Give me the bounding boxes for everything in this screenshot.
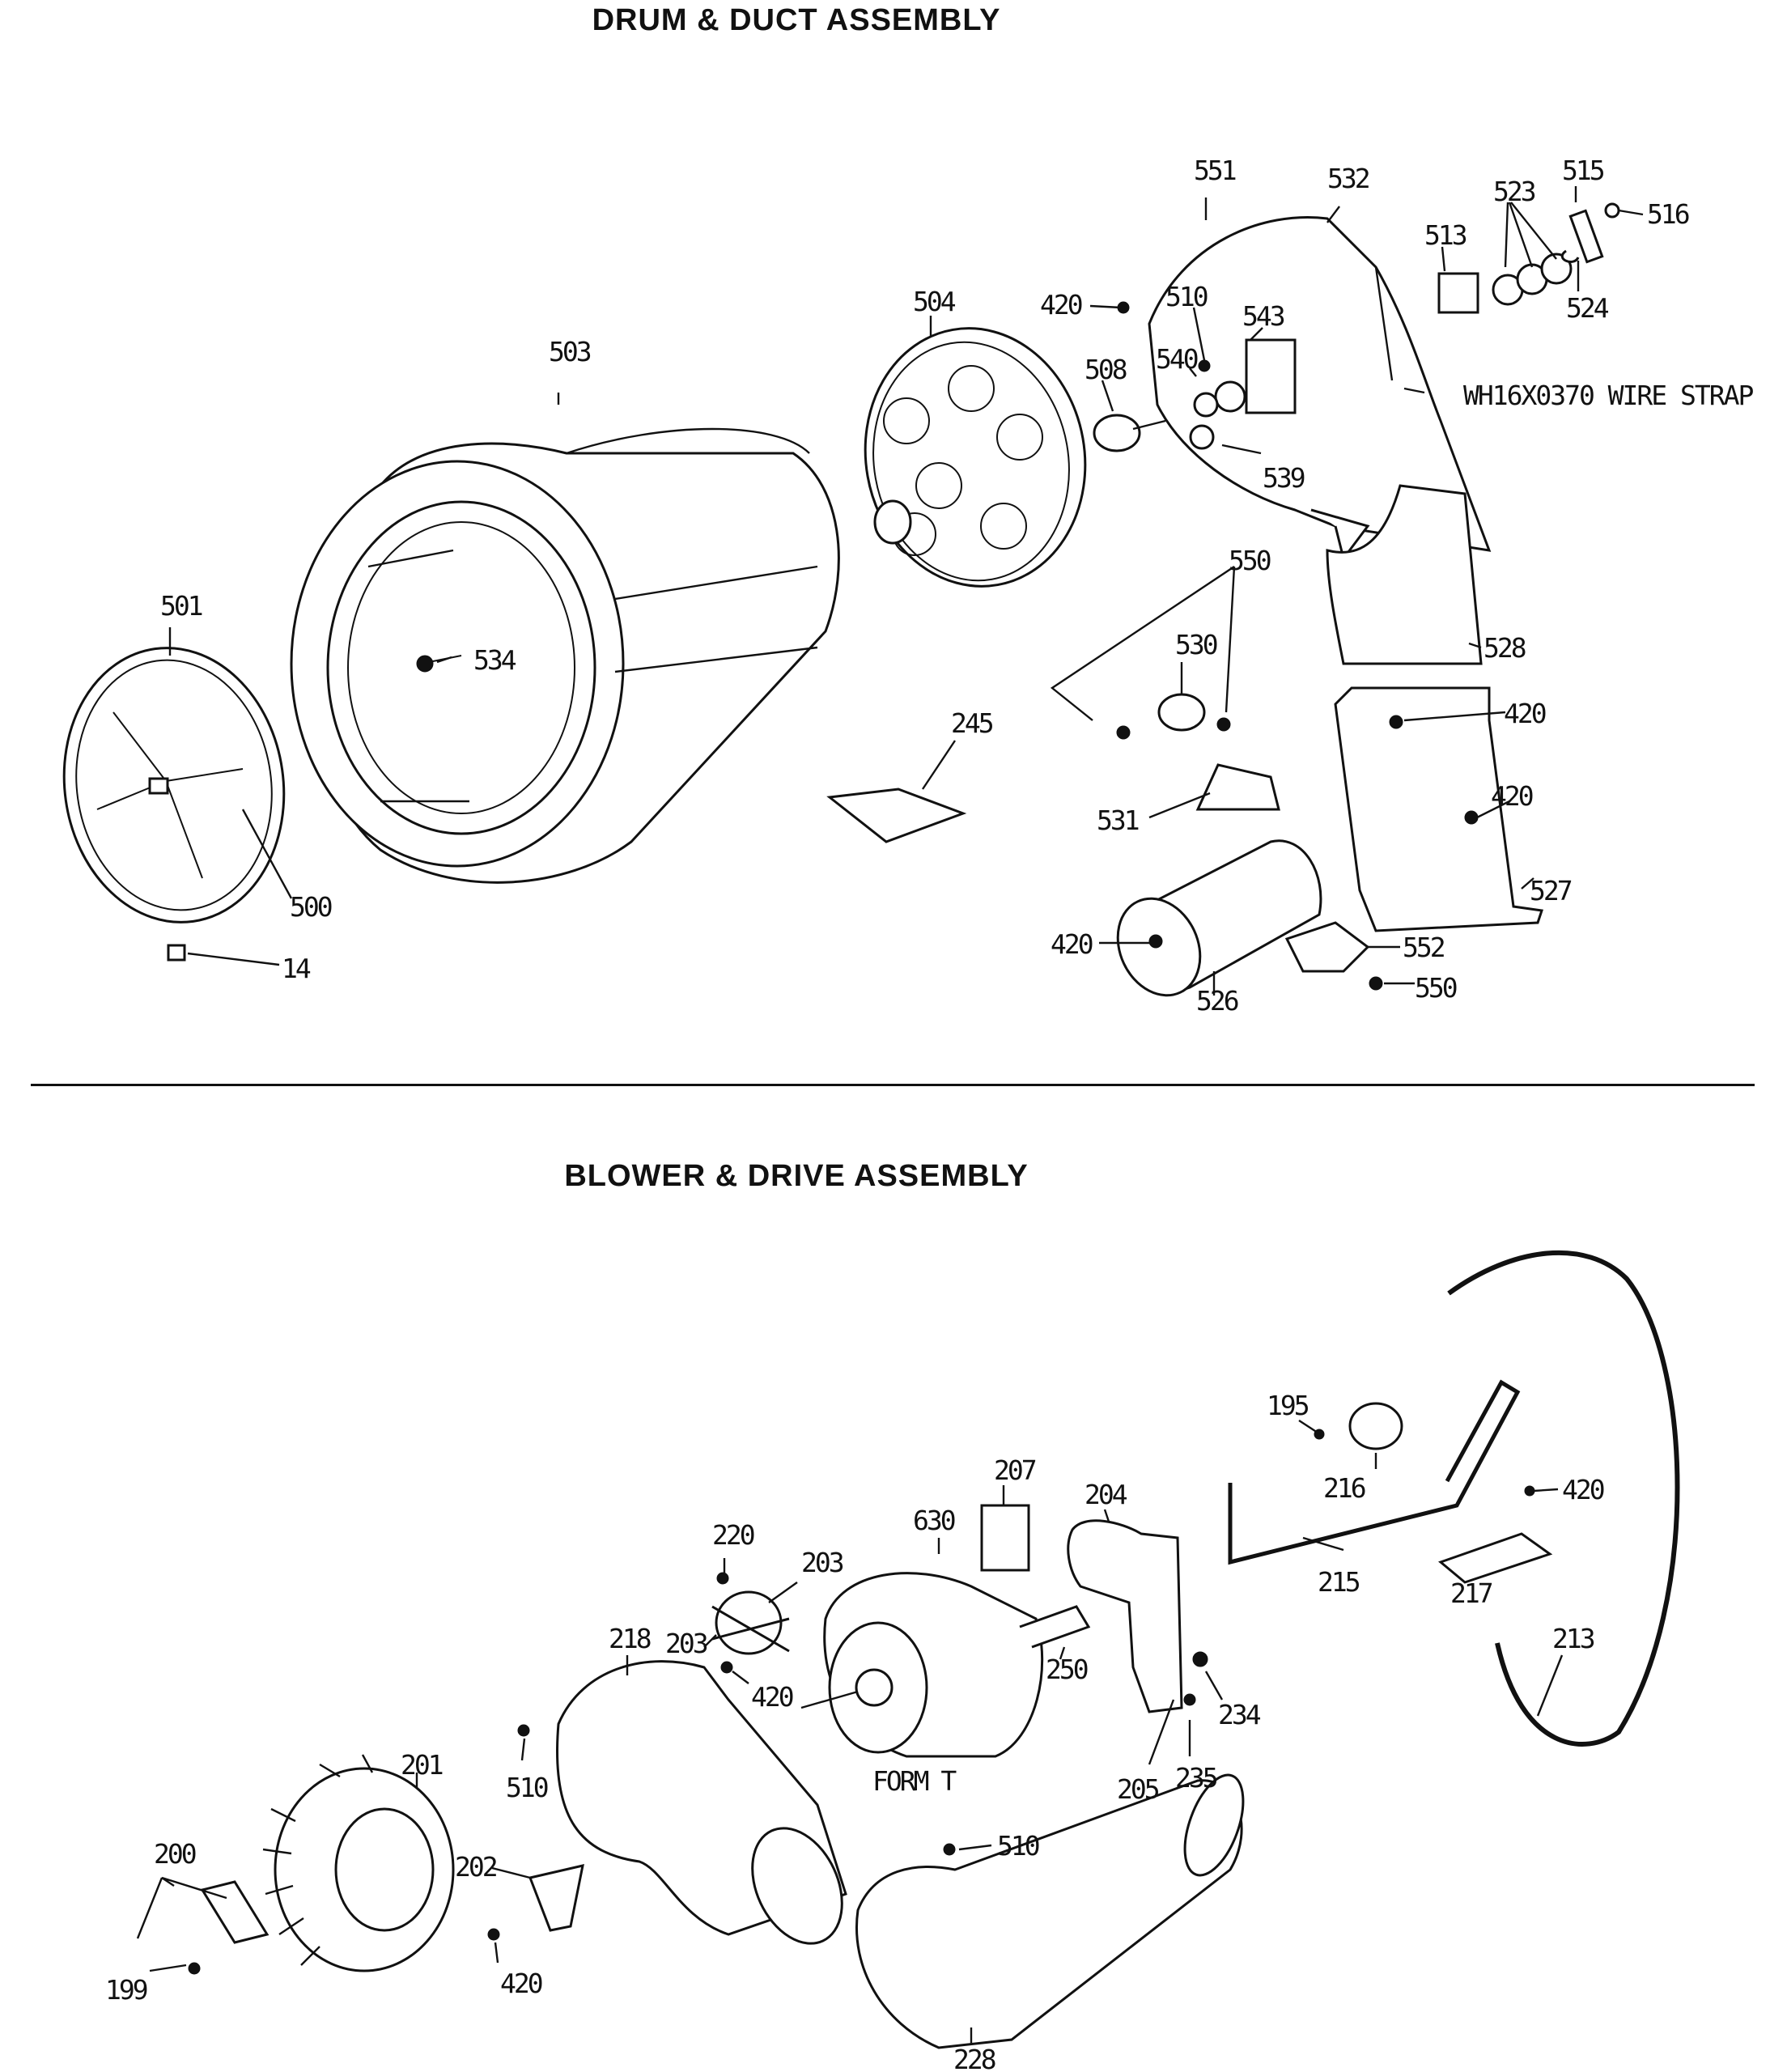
part-label-526: 526: [1196, 985, 1238, 1017]
part-label-250: 250: [1046, 1654, 1088, 1685]
part-label-216: 216: [1323, 1472, 1365, 1504]
drum-part: [290, 427, 840, 884]
drum-front-rim-part: [62, 647, 286, 962]
part-label-543: 543: [1242, 300, 1284, 332]
part-label-513: 513: [1424, 219, 1467, 251]
part-label-205: 205: [1117, 1773, 1159, 1805]
part-label-203-a: 203: [801, 1547, 843, 1578]
part-label-515: 515: [1562, 155, 1604, 186]
drum-assembly-title: DRUM & DUCT ASSEMBLY: [592, 3, 1001, 37]
part-label-530: 530: [1175, 629, 1217, 660]
part-label-630: 630: [913, 1505, 955, 1536]
part-label-200: 200: [154, 1838, 196, 1870]
part-label-527: 527: [1530, 875, 1572, 906]
heater-housing-part: [1334, 686, 1543, 932]
part-label-552: 552: [1403, 932, 1445, 963]
wire-strap-label: WH16X0370 WIRE STRAP: [1463, 380, 1753, 411]
bracket-part: [1437, 272, 1479, 314]
form-t-label: FORM T: [872, 1765, 957, 1797]
part-label-510-a: 510: [506, 1772, 548, 1803]
part-label-228: 228: [953, 2044, 995, 2072]
part-label-202: 202: [455, 1851, 497, 1883]
part-label-508: 508: [1085, 354, 1127, 385]
part-label-516: 516: [1647, 198, 1689, 230]
part-label-420-b: 420: [1504, 698, 1546, 729]
part-label-420-c: 420: [1491, 780, 1533, 812]
motor-part: [800, 1572, 1091, 1758]
drum-labels: 551 532 515 523 516 513 524 420 510 543 …: [160, 155, 1755, 1017]
part-label-215: 215: [1318, 1566, 1360, 1598]
part-label-501: 501: [160, 590, 202, 622]
heater-part: [1116, 839, 1322, 997]
part-label-532: 532: [1327, 163, 1369, 194]
duct-part: [1326, 484, 1483, 665]
part-label-14: 14: [282, 953, 311, 984]
part-label-528: 528: [1484, 632, 1526, 664]
part-label-199: 199: [105, 1974, 147, 2006]
part-label-245: 245: [951, 707, 993, 739]
part-label-195: 195: [1267, 1390, 1309, 1421]
blower-assembly-title: BLOWER & DRIVE ASSEMBLY: [564, 1159, 1029, 1193]
part-label-420-f: 420: [751, 1681, 793, 1713]
part-label-213: 213: [1552, 1623, 1594, 1654]
exhaust-duct-part: [855, 1773, 1245, 2049]
blower-labels: 195 216 420 207 204 215 217 630 220 203 …: [105, 1390, 1607, 2072]
part-label-550-b: 550: [1415, 972, 1457, 1004]
part-label-220: 220: [712, 1519, 754, 1551]
part-label-218: 218: [609, 1623, 651, 1654]
part-label-207: 207: [994, 1454, 1036, 1486]
part-label-510: 510: [1165, 281, 1208, 312]
drum-rear-part: [864, 327, 1087, 588]
part-label-217: 217: [1450, 1577, 1492, 1609]
part-label-420-g: 420: [500, 1968, 542, 1999]
part-label-234: 234: [1218, 1699, 1261, 1730]
bearing-part: [1093, 414, 1141, 452]
part-label-420-e: 420: [1562, 1474, 1604, 1505]
part-label-420-d: 420: [1051, 928, 1093, 960]
part-label-420-a: 420: [1040, 289, 1082, 321]
part-label-534: 534: [473, 644, 516, 676]
rear-bulkhead-part: [1148, 216, 1492, 562]
part-label-203-b: 203: [665, 1628, 707, 1659]
part-label-500: 500: [290, 891, 332, 923]
part-label-540: 540: [1156, 343, 1198, 375]
part-label-504: 504: [913, 286, 956, 317]
part-label-551: 551: [1194, 155, 1236, 186]
part-label-550-a: 550: [1229, 545, 1271, 576]
part-label-523: 523: [1493, 176, 1535, 207]
part-label-235: 235: [1175, 1762, 1217, 1794]
part-label-510-b: 510: [997, 1830, 1039, 1862]
part-label-524: 524: [1566, 292, 1609, 324]
part-label-539: 539: [1263, 462, 1305, 494]
part-label-201: 201: [401, 1749, 443, 1781]
section-divider: [31, 1084, 1755, 1086]
part-label-531: 531: [1097, 805, 1139, 836]
part-label-503: 503: [549, 336, 591, 367]
blower-housing-part: [556, 1660, 847, 1945]
blower-wheel-part: [262, 1754, 455, 1972]
part-label-204: 204: [1085, 1479, 1127, 1510]
